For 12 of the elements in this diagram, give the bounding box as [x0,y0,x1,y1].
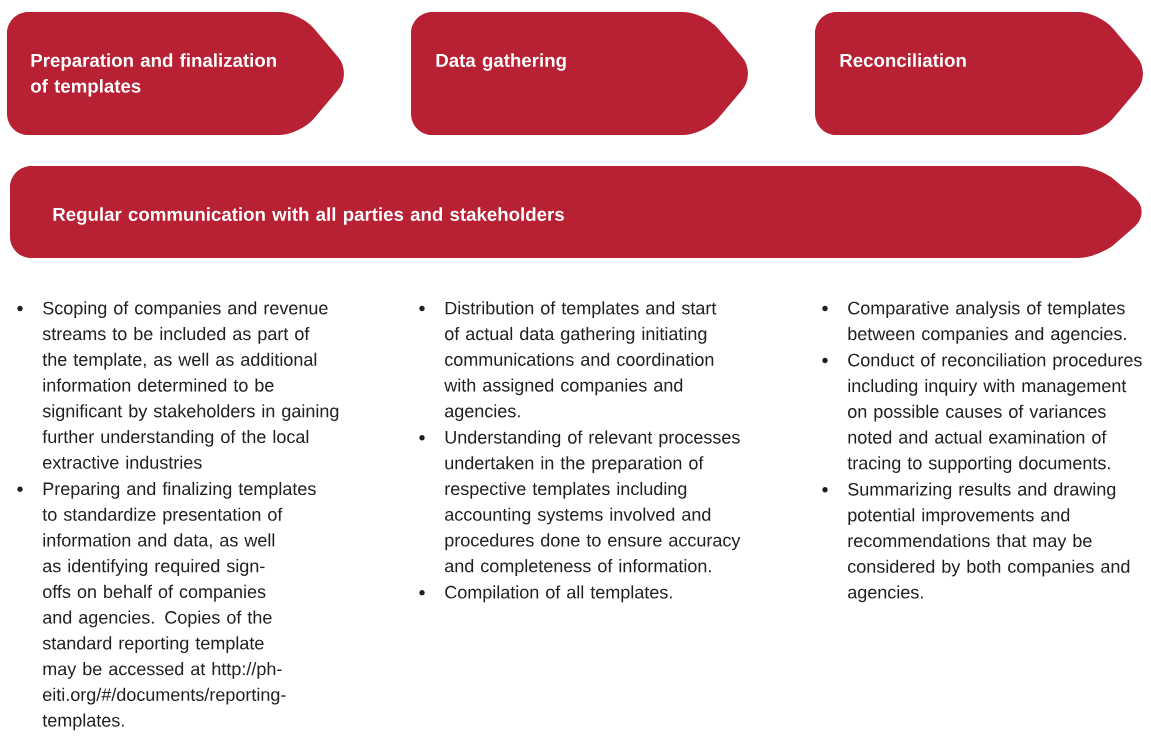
list-item: Scoping of companies and revenue streams to be included as part of the template, as well as additional information determined to be significant by stakeholders in gaining further understanding of the local extractive industries [42,301,339,469]
list-item: Understanding of relevant processes undertaken in the preparation of respective templates including accounting systems involved and procedures done to ensure accuracy and completeness of information. [445,430,741,576]
list-item: Distribution of templates and start of actual data gathering initiating communications and coordination with assigned companies and agencies. [444,301,717,421]
list-item: Comparative analysis of templates between companies and agencies. [848,301,1126,344]
chevron-box: Data gathering [411,12,748,135]
chevron-box: Regular communication with all parties and stakeholders [10,166,1142,258]
list-item: Summarizing results and drawing potential improvements and recommendations that may be considered by both companies and agencies. [848,482,1130,603]
list-item: Preparing and finalizing templates to standardize presentation of information and data, as well as identifying required sign-offs on behalf of companies and agencies. Copies of the standard reporting template may be accessed at http://ph-eiti.org/#/documents/reporting-templates. [42,481,316,731]
list-item: Compilation of all templates. [445,585,672,603]
chevron-box: Reconciliation [815,12,1143,135]
list-item: Conduct of reconciliation procedures including inquiry with management on possible causes of variances noted and actual examination of tracing to supporting documents. [847,353,1142,473]
chevron-box: Preparation and finalization of templates [7,12,344,135]
